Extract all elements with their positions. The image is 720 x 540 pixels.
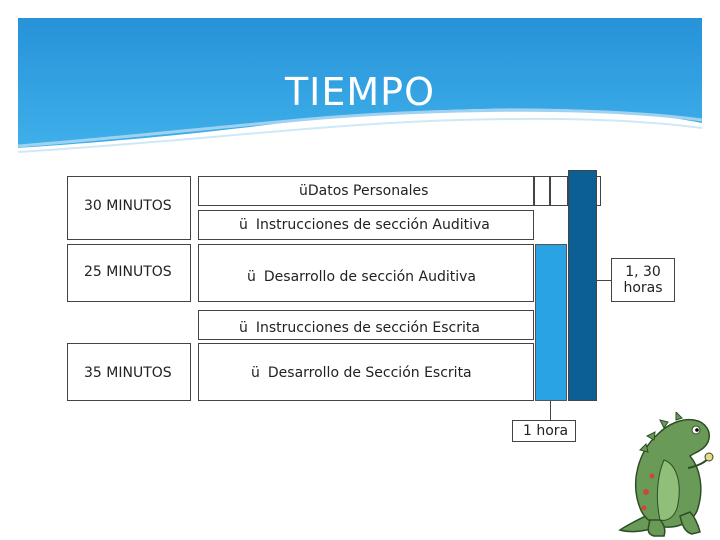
activity-desarrollo-auditiva: ü Desarrollo de sección Auditiva (198, 244, 534, 302)
time-block-label: 30 MINUTOS (84, 198, 172, 214)
activity-text: Instrucciones de sección Auditiva (255, 217, 490, 233)
time-block-label: 35 MINUTOS (84, 365, 172, 381)
activity-label: ü Desarrollo de sección Auditiva (247, 269, 476, 285)
total-connector-line (597, 280, 611, 281)
total-time-bar (568, 170, 597, 401)
activity-label: ü Desarrollo de Sección Escrita (251, 365, 472, 381)
thin-box (550, 176, 568, 206)
activity-instrucciones-escrita: ü Instrucciones de sección Escrita (198, 310, 534, 340)
activity-text: Instrucciones de sección Escrita (255, 320, 480, 336)
activity-text: Desarrollo de Sección Escrita (267, 365, 472, 381)
activity-label: üDatos Personales (299, 183, 428, 199)
checkmark-icon: ü (247, 269, 256, 285)
time-block-35: 35 MINUTOS (67, 343, 191, 401)
dinosaur-icon (618, 412, 714, 537)
hour-label-box: 1 hora (512, 420, 576, 442)
hour-connector-line (550, 401, 551, 420)
activity-text: Desarrollo de sección Auditiva (263, 269, 476, 285)
activity-text: Datos Personales (307, 183, 429, 199)
header-background (18, 18, 702, 153)
thin-box (534, 176, 550, 206)
checkmark-icon: ü (299, 183, 308, 199)
hour-label: 1 hora (523, 423, 569, 439)
checkmark-icon: ü (239, 217, 248, 233)
one-hour-bar (535, 244, 567, 401)
time-block-30: 30 MINUTOS (67, 176, 191, 240)
total-label-box: 1, 30 horas (611, 258, 675, 302)
checkmark-icon: ü (251, 365, 260, 381)
activity-desarrollo-escrita: ü Desarrollo de Sección Escrita (198, 343, 534, 401)
time-block-25: 25 MINUTOS (67, 244, 191, 302)
checkmark-icon: ü (239, 320, 248, 336)
total-label-line1: 1, 30 (625, 264, 661, 280)
activity-datos-personales: üDatos Personales (198, 176, 534, 206)
activity-label: ü Instrucciones de sección Auditiva (239, 217, 490, 233)
total-label-line2: horas (623, 280, 663, 296)
activity-label: ü Instrucciones de sección Escrita (239, 320, 480, 336)
time-block-label: 25 MINUTOS (84, 264, 172, 280)
header-band: TIEMPO (18, 18, 702, 158)
page-title: TIEMPO (284, 70, 436, 114)
activity-instrucciones-auditiva: ü Instrucciones de sección Auditiva (198, 210, 534, 240)
